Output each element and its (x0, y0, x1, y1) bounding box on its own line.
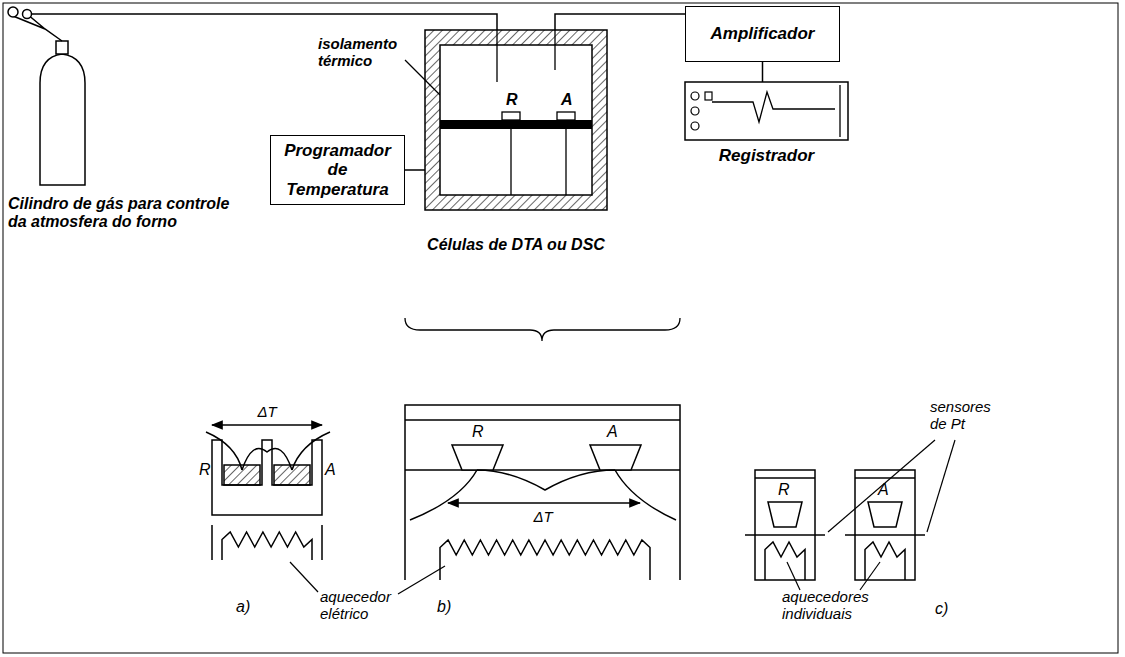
node-text: Registrador (685, 146, 848, 166)
lid-line (755, 477, 815, 479)
connector-wire (405, 169, 425, 171)
pt-sensor (745, 534, 825, 536)
leader-line (828, 440, 935, 532)
cell-b (405, 405, 680, 580)
callout-label: aquecedor elétrico (320, 588, 405, 623)
heater-coil (765, 542, 805, 580)
thermocouple-wire (477, 470, 615, 490)
callout-label: sensores de Pt (930, 398, 1010, 433)
part-letter: b) (437, 598, 451, 616)
cell-box (755, 470, 815, 580)
node-text: A (561, 91, 573, 109)
furnace-chamber (440, 45, 592, 195)
heater-coil (440, 540, 650, 580)
sample-holder (557, 112, 575, 120)
recorder-box (685, 82, 848, 140)
box-text: Amplificador (711, 24, 815, 44)
box-text: Programador de Temperatura (277, 141, 398, 200)
furnace-outline (405, 405, 680, 580)
part-letter: A (607, 423, 618, 441)
part-letter: A (878, 481, 889, 499)
gas-pipe (32, 13, 95, 15)
connector-wire (555, 14, 685, 30)
delta-t-arrow (212, 424, 322, 426)
connector-wire (762, 62, 764, 82)
recorder-knob (691, 122, 699, 130)
recorder: Registrador (685, 82, 848, 140)
callout-label: ΔT (252, 403, 282, 420)
crucible (452, 445, 503, 470)
part-letter: a) (236, 598, 250, 616)
thermocouple-wire (206, 432, 242, 470)
recorder-pen (705, 92, 712, 100)
cell-box (855, 470, 915, 580)
cylinder-body (40, 54, 85, 185)
thermocouple-wire (292, 432, 330, 470)
dta-dsc-cell: RACélulas de DTA ou DSC (425, 30, 607, 210)
sample-block (212, 440, 322, 515)
crucible (590, 445, 641, 470)
callout-label: ΔT (528, 508, 558, 525)
callout-label: aquecedores individuais (782, 588, 882, 623)
recorder-knob (691, 107, 699, 115)
cell-c (745, 470, 925, 580)
crucible (868, 502, 902, 527)
lid-line (405, 419, 680, 421)
leader-line (290, 562, 318, 592)
cyl-outline (5, 5, 95, 190)
plate-line (405, 469, 680, 471)
thermocouple-wire (242, 449, 292, 470)
node-text: Células de DTA ou DSC (410, 236, 622, 254)
node-text: Cilindro de gás para controle da atmosfe… (8, 195, 233, 232)
reference-holder (502, 112, 520, 120)
gas-cylinder: Cilindro de gás para controle da atmosfe… (5, 5, 95, 190)
leader-line (927, 440, 955, 532)
cell-outline (425, 30, 607, 210)
amplifier-box: Amplificador (685, 6, 840, 62)
delta-t-arrow (448, 502, 640, 504)
valve (23, 10, 32, 19)
node-text: R (506, 91, 518, 109)
thermocouple-wire (615, 470, 676, 520)
thermogram-trace (712, 92, 835, 122)
connector-wire (95, 14, 497, 30)
valve (8, 7, 18, 17)
leader-line (860, 562, 880, 590)
part-letter: R (472, 423, 484, 441)
part-letter: A (325, 461, 336, 479)
callout-label: isolamento térmico (318, 35, 418, 70)
internal-wires (497, 30, 566, 195)
heaters (222, 532, 905, 580)
thermal-insulation (425, 30, 607, 210)
heater-coil (865, 542, 905, 580)
heater-coil (222, 532, 312, 560)
lid-line (855, 477, 915, 479)
thermocouple-wire (410, 470, 477, 520)
recorder-knob (691, 92, 699, 100)
cell-a (206, 425, 330, 560)
crucible (768, 502, 802, 527)
part-letter: R (199, 461, 211, 479)
figure-border (3, 3, 1118, 653)
paper-edge (839, 85, 840, 137)
leader-line (787, 562, 800, 590)
part-letter: c) (935, 600, 948, 618)
pt-sensor (845, 534, 925, 536)
heater-frame (212, 525, 322, 560)
temperature-programmer: Programador de Temperatura (270, 135, 405, 205)
rec-outline (685, 82, 848, 140)
part-letter: R (778, 481, 790, 499)
sample-plate (440, 120, 592, 129)
brace (405, 318, 680, 341)
cylinder-neck (56, 41, 68, 54)
valve-pipe (13, 14, 62, 41)
